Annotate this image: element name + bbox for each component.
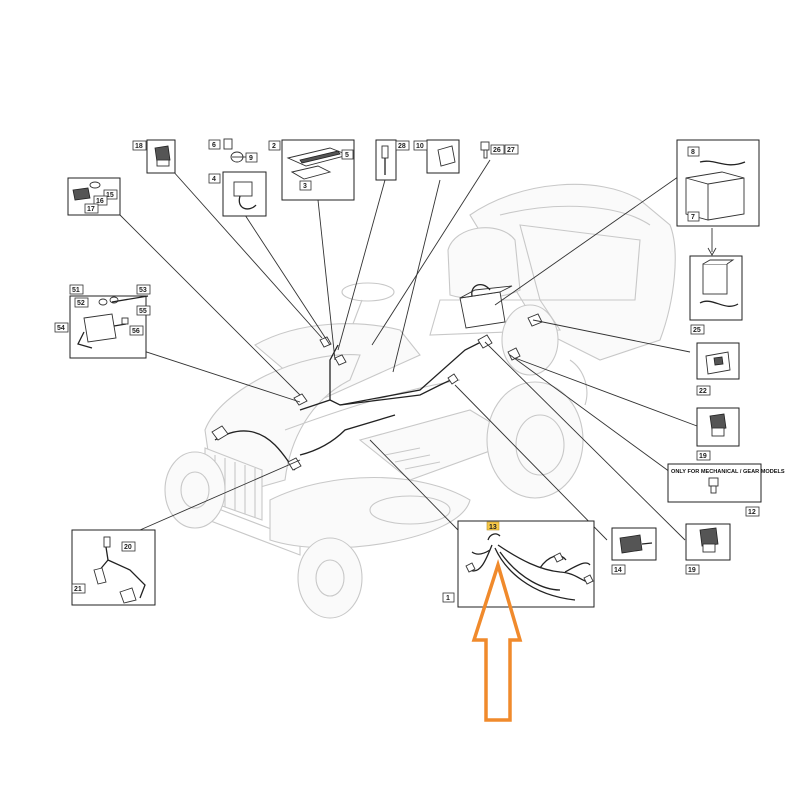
part-26-27-screws: 26 27: [480, 141, 519, 159]
callout-1: 1: [446, 595, 450, 602]
main-wiring-harness: [211, 283, 543, 471]
callout-28: 28: [398, 143, 406, 150]
callout-14: 14: [614, 567, 622, 574]
callout-7: 7: [691, 214, 695, 221]
panel-14-relay: 14: [611, 527, 657, 575]
panel-1-wiring-harness: 13 1: [442, 520, 595, 608]
panel-28-relay: 28: [375, 139, 410, 181]
panel-19-safety-switch-lower: 19: [685, 523, 731, 575]
callout-54: 54: [57, 325, 65, 332]
callout-18: 18: [135, 143, 143, 150]
callout-52: 52: [77, 300, 85, 307]
panel-18-ignition-switch: 18: [132, 139, 176, 174]
callout-2: 2: [272, 143, 276, 150]
callout-51: 51: [72, 287, 80, 294]
tractor-outline: [164, 183, 676, 619]
panel-22-switch: 22: [696, 342, 740, 396]
callout-56: 56: [132, 328, 140, 335]
highlight-arrow: [471, 559, 523, 722]
callout-17: 17: [87, 206, 95, 213]
panel-17-fuse-holder: 15 16 17: [67, 177, 121, 216]
panel-4-key-switch: 6 9 4: [208, 138, 267, 217]
callout-26: 26: [493, 147, 501, 154]
callout-21: 21: [74, 586, 82, 593]
callout-15: 15: [106, 192, 114, 199]
panel-7-battery: 8 7: [676, 139, 760, 227]
callout-5: 5: [345, 152, 349, 159]
panel-51-starter-solenoid: 51 53 52 54 55 56: [54, 284, 151, 359]
callout-6: 6: [212, 142, 216, 149]
callout-9: 9: [249, 155, 253, 162]
gear-models-note: ONLY FOR MECHANICAL / GEAR MODELS: [671, 469, 785, 475]
callout-16: 16: [96, 198, 104, 205]
callout-10: 10: [416, 143, 424, 150]
callout-53: 53: [139, 287, 147, 294]
callout-13: 13: [489, 524, 497, 531]
highlight-13: [486, 521, 500, 531]
panel-20-headlight-harness: 20 21: [71, 529, 156, 606]
panel-19-safety-switch-upper: 19: [696, 407, 740, 461]
panel-12-gear-models: ONLY FOR MECHANICAL / GEAR MODELS 12: [667, 463, 785, 517]
leader-lines: [119, 159, 717, 541]
callout-55: 55: [139, 308, 147, 315]
callout-3: 3: [303, 183, 307, 190]
panel-2-fuse-box: 2 5 3: [268, 139, 355, 201]
callout-20: 20: [124, 544, 132, 551]
callout-22: 22: [699, 388, 707, 395]
callout-25: 25: [693, 327, 701, 334]
callout-19-lower: 19: [688, 567, 696, 574]
panel-10-solenoid: 10: [413, 139, 460, 174]
callout-19-upper: 19: [699, 453, 707, 460]
callout-27: 27: [507, 147, 515, 154]
callout-8: 8: [691, 149, 695, 156]
callout-12: 12: [748, 509, 756, 516]
panel-25-battery-charger: 25: [689, 255, 743, 335]
callout-4: 4: [212, 176, 216, 183]
